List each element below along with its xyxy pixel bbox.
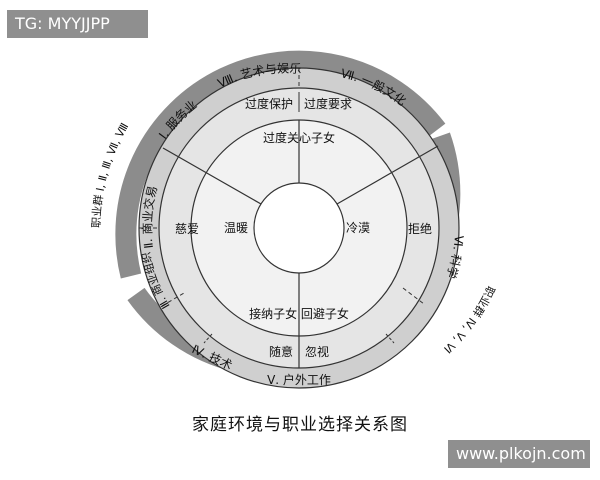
casual-label: 随意 [269, 344, 293, 359]
group-label-lower-right: 职业群 Ⅳ, Ⅴ, Ⅵ [441, 284, 497, 356]
over-care-label: 过度关心子女 [263, 130, 335, 145]
dash-left-lower [161, 292, 185, 307]
center-circle [253, 182, 345, 274]
accept-avoid-label: 接纳子女 回避子女 [249, 306, 349, 321]
cold-label: 冷漠 [346, 221, 370, 235]
dash-bottom-right [385, 333, 395, 344]
warm-label: 温暖 [224, 221, 248, 235]
dash-bottom-left [203, 333, 213, 344]
dash-right-lower [402, 287, 425, 305]
watermark-top-left: TG: MYYJJPP [7, 10, 148, 38]
diagram-caption: 家庭环境与职业选择关系图 [192, 415, 408, 435]
watermark-bottom-right: www.plkojn.com [448, 440, 590, 468]
affection-label: 慈爱 [175, 221, 199, 236]
divider-upper-left [162, 147, 262, 205]
over-protection-label: 过度保护 [245, 96, 293, 111]
career-outdoor-label: Ⅴ. 户外工作 [267, 372, 331, 387]
outer-band-upper-left [115, 50, 446, 279]
over-demanding-label: 过度要求 [304, 96, 352, 111]
divider-upper-right [336, 145, 439, 205]
neglect-label: 忽视 [305, 344, 329, 359]
rejection-label: 拒绝 [408, 221, 432, 236]
